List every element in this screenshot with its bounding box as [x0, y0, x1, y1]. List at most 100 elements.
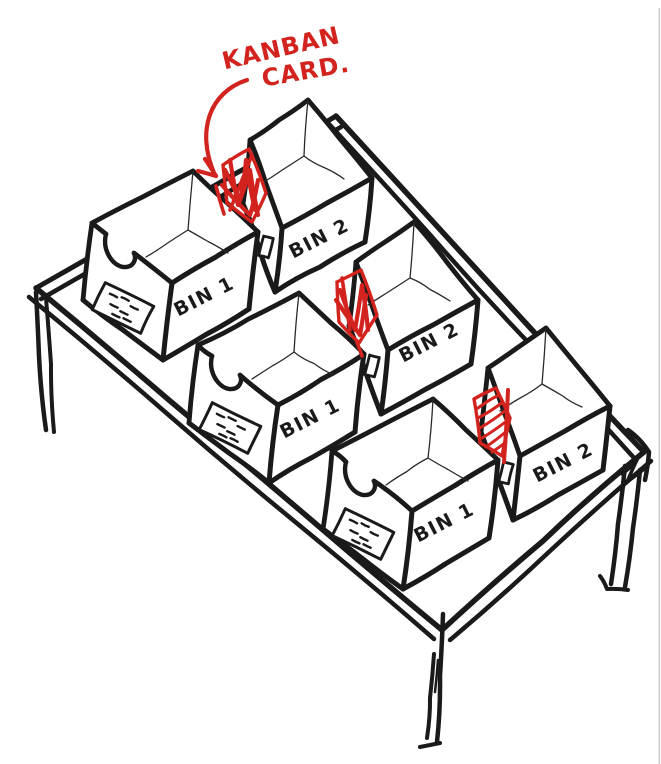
bin-rim-frontleft	[131, 250, 175, 286]
bin-interior-corner	[427, 398, 434, 459]
label-card-scribble	[369, 530, 379, 537]
bin-interior-edge	[293, 351, 335, 376]
label-card-scribble	[122, 317, 132, 323]
bin-edge-right	[468, 297, 481, 367]
label-card-scribble	[360, 522, 370, 528]
table-leg-front	[434, 611, 446, 745]
table-leg-right	[608, 463, 628, 587]
table-corner-knot	[620, 458, 645, 484]
kanban-cards-group	[214, 147, 512, 464]
card-clip	[497, 460, 515, 486]
table-leg-front-detail	[433, 658, 440, 694]
bin-rim-backleft	[353, 219, 417, 265]
kanban-card-1-outline	[221, 147, 268, 224]
label-card-face	[199, 402, 261, 454]
bin-edge-right	[362, 175, 375, 245]
label-card-face	[332, 508, 394, 560]
bin-edge-bottom-right	[160, 306, 252, 363]
table-leg-left	[44, 296, 56, 434]
label-card-border	[330, 507, 396, 561]
bin-rim-frontright	[279, 175, 375, 231]
table-edge-frontleft-inner	[26, 294, 437, 642]
label-card-face	[92, 282, 154, 334]
kanban-card-1-scribble	[214, 184, 226, 216]
table-corner-curl	[625, 427, 652, 483]
bin-silhouette	[349, 222, 478, 414]
bin-interior-edge	[541, 383, 583, 408]
bin-rim-backright	[296, 290, 367, 357]
label-card-scribble	[129, 304, 139, 311]
kanban-card-1-scribble	[219, 177, 261, 218]
bin-edge-right	[246, 229, 261, 312]
bin-silhouette	[481, 328, 610, 520]
bin-interior-edge	[145, 229, 189, 258]
annotation-arrow-shaft	[204, 77, 250, 176]
bin-rim-frontleft	[237, 372, 281, 408]
label-card-scribble	[226, 430, 236, 436]
kanban-card-3-scribble	[502, 388, 510, 464]
label-card-scribble	[359, 536, 369, 542]
label-card-scribble	[111, 312, 121, 319]
bin-rim-backright	[543, 325, 613, 409]
table-leg-front-foot	[418, 741, 442, 749]
bin-thumb-notch	[208, 353, 244, 392]
bin-edge-front	[378, 347, 391, 417]
bin-rim-frontleft	[371, 478, 415, 514]
bin-rim-frontleft	[247, 137, 285, 231]
bin-interior-corner	[541, 327, 547, 385]
bin-interior-corner	[187, 170, 194, 231]
bin-edge-bottom-right	[272, 239, 368, 295]
bin-interior-edge	[385, 457, 429, 486]
bin-edge-bottom-right	[510, 467, 606, 523]
label-card-border	[197, 401, 263, 455]
bin-interior-corner	[293, 292, 300, 353]
label-card-scribble	[362, 543, 372, 549]
bin-edge-bottom-right	[378, 361, 474, 417]
table-edge-frontright-inner	[447, 458, 654, 643]
bin-rim-backright	[411, 219, 481, 303]
bin-interior-edge	[427, 457, 469, 482]
bin-interior-edge	[251, 351, 295, 380]
label-card-scribble	[349, 528, 359, 535]
kanban-card-2-scribble	[340, 276, 352, 332]
bin-rim-frontleft	[353, 259, 391, 353]
bin-edge-right	[352, 351, 367, 435]
label-card-scribble	[351, 538, 361, 545]
bin-edge-front	[160, 280, 175, 363]
bin-edge-front	[510, 453, 523, 523]
bin-interior-edge	[187, 229, 229, 254]
kanban-card-3-scribble	[476, 394, 499, 410]
bin-rim-frontright	[385, 297, 481, 353]
label-card-scribble	[108, 292, 119, 299]
kanban-card-3-scribble	[476, 400, 505, 420]
bin-edge-right	[600, 403, 613, 473]
label-card-scribble	[119, 310, 129, 316]
bin-rim-frontright	[409, 457, 501, 514]
label-card-scribble	[109, 302, 119, 309]
table-leg-right	[622, 467, 643, 590]
bin-edge-left	[80, 220, 95, 303]
bin-edge-front	[400, 508, 415, 592]
label-card-scribble	[227, 416, 237, 422]
bin-interior-corner	[303, 99, 309, 157]
card-clip	[363, 353, 381, 379]
bin-rim-frontright	[169, 229, 261, 286]
kanban-card-1	[214, 147, 268, 224]
bin-rim-backleft	[89, 168, 196, 226]
bin-rim-backleft	[329, 396, 436, 454]
label-card-scribble	[236, 424, 246, 431]
bin-silhouette	[243, 100, 372, 292]
bin-2: BIN 2	[478, 325, 613, 523]
bin-edge-bottom-right	[400, 535, 492, 592]
bin-rim-backleft	[195, 290, 302, 348]
label-card-scribble	[229, 437, 239, 443]
bin-interior-edge	[261, 155, 305, 184]
bin-rim-backleft	[485, 325, 549, 371]
bin-thumb-notch	[102, 231, 138, 270]
bin-rim-frontright	[517, 403, 613, 459]
bin-edge-bottom-right	[266, 429, 358, 486]
bin-edge-left	[320, 448, 335, 532]
bin-rim-frontright	[275, 351, 367, 408]
